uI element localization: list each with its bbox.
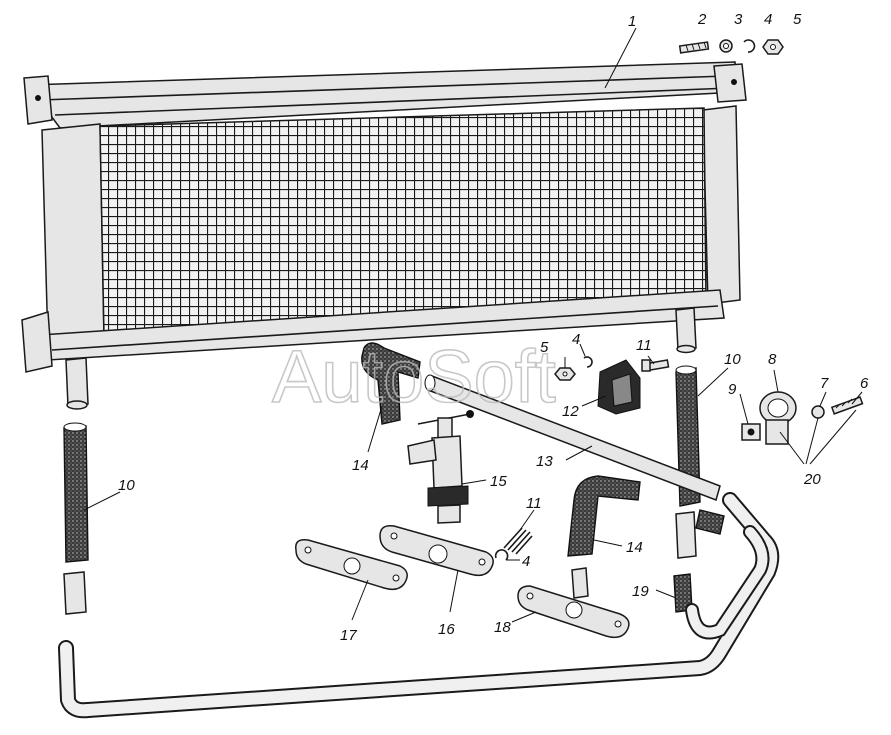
callout-18: 18 xyxy=(494,619,511,636)
clamp-8 xyxy=(759,391,797,445)
hose-10-left xyxy=(63,425,89,563)
bolt-11a xyxy=(641,359,670,372)
callout-19: 19 xyxy=(632,583,649,600)
callout-11b: 11 xyxy=(526,495,542,512)
return-pipe xyxy=(58,492,780,719)
callout-15: 15 xyxy=(490,473,507,490)
callout-16: 16 xyxy=(438,621,455,638)
spring-washer-4b xyxy=(583,356,593,368)
nut-9 xyxy=(741,423,761,441)
bolt-6 xyxy=(830,396,864,415)
callout-4c: 4 xyxy=(522,553,530,570)
callout-1: 1 xyxy=(628,13,636,30)
callout-14b: 14 xyxy=(626,539,643,556)
hose-14-upper xyxy=(361,342,421,425)
hose-14-lower xyxy=(567,475,641,557)
callout-6: 6 xyxy=(860,375,869,392)
callout-12: 12 xyxy=(562,403,579,420)
callout-10b: 10 xyxy=(118,477,135,494)
callout-14a: 14 xyxy=(352,457,369,474)
callout-9: 9 xyxy=(728,381,737,398)
callout-11a: 11 xyxy=(636,337,652,354)
callout-2: 2 xyxy=(697,11,707,28)
callout-5b: 5 xyxy=(540,339,549,356)
spring-washer-4 xyxy=(743,39,756,53)
callout-10a: 10 xyxy=(724,351,741,368)
radiator-core xyxy=(21,61,747,410)
callout-3: 3 xyxy=(734,11,743,28)
tube-flange-18 xyxy=(571,567,589,599)
washer-7 xyxy=(811,405,825,419)
callout-17: 17 xyxy=(340,627,357,644)
callout-7: 7 xyxy=(820,375,829,392)
drain-tap-15 xyxy=(407,410,474,524)
spring-11 xyxy=(503,527,533,555)
callout-13: 13 xyxy=(536,453,553,470)
callout-20: 20 xyxy=(803,471,821,488)
callout-8: 8 xyxy=(768,351,777,368)
tube-right-short xyxy=(675,511,697,559)
watermark: AutoSoft xyxy=(272,335,556,418)
clamp-12 xyxy=(597,359,641,415)
leader-lines xyxy=(83,27,863,623)
callout-4a: 4 xyxy=(764,11,772,28)
hose-pipe-end xyxy=(695,509,725,535)
callout-4b: 4 xyxy=(572,331,580,348)
bolt-2 xyxy=(678,41,710,54)
callouts: 1 2 3 4 5 5 4 11 10 8 9 7 6 12 20 14 15 … xyxy=(118,11,869,644)
callout-5a: 5 xyxy=(793,11,802,28)
tube-left-short xyxy=(63,571,87,615)
lock-4c xyxy=(494,549,509,561)
